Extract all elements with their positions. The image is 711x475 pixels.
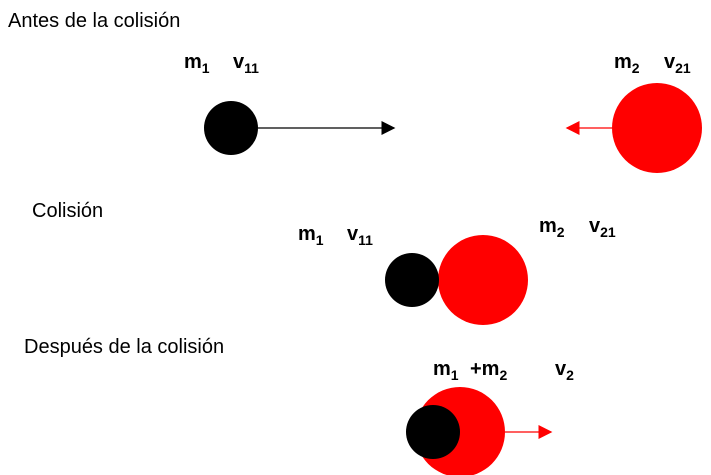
heading-before: Antes de la colisión <box>8 10 180 32</box>
heading-collision: Colisión <box>32 200 103 222</box>
label-m1-before: m1 <box>184 51 210 76</box>
ball-m2-collision <box>438 235 528 325</box>
label-v21-collision: v21 <box>589 215 616 240</box>
ball-m1-after <box>406 405 460 459</box>
label-m1-after: m1 <box>433 358 459 383</box>
heading-after: Después de la colisión <box>24 336 224 358</box>
label-m1-collision: m1 <box>298 223 324 248</box>
label-v11-collision: v11 <box>347 223 373 248</box>
label-m2-before: m2 <box>614 51 640 76</box>
stage-after: Después de la colisión m1 +m2 v2 <box>24 336 574 475</box>
label-m2-collision: m2 <box>539 215 565 240</box>
label-v11-before: v11 <box>233 51 259 76</box>
label-m2-after: +m2 <box>470 358 507 383</box>
ball-m1-before <box>204 101 258 155</box>
label-v21-before: v21 <box>664 51 691 76</box>
ball-m1-collision <box>385 253 439 307</box>
stage-before: Antes de la colisión m1 v11 m2 v21 <box>8 10 702 173</box>
label-v2-after: v2 <box>555 358 574 383</box>
ball-m2-before <box>612 83 702 173</box>
stage-collision: Colisión m1 v11 m2 v21 <box>32 200 616 325</box>
